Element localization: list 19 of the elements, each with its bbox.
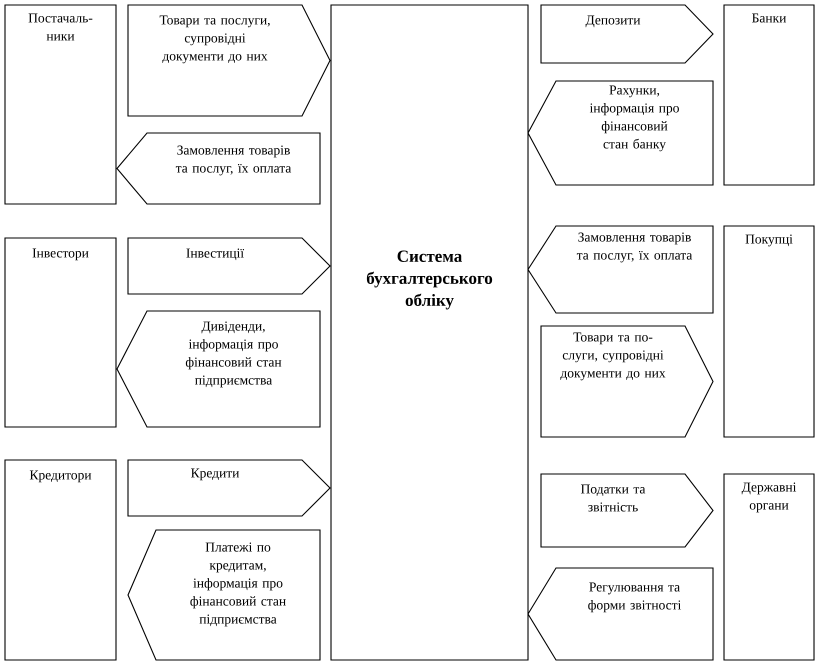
left-arrow-box: Регулювання та форми звітності [527, 567, 714, 661]
left-arrow-box: Дивіденди, інформація про фінансовий стан підприємства [116, 310, 321, 428]
right-arrow-box: Депозити [540, 4, 714, 64]
party-box: Кредитори [4, 459, 117, 661]
system-box: Система бухгалтерського обліку [330, 4, 529, 661]
party-box: Інвестори [4, 237, 117, 428]
left-arrow-box: Рахунки, інформація про фінансовий стан банку [527, 80, 714, 186]
right-arrow-box: Інвестиції [127, 237, 331, 295]
party-box: Покупці [723, 225, 815, 438]
left-arrow-box: Замовлення товарів та послуг, їх оплата [527, 225, 714, 314]
party-box: Постачаль- ники [4, 4, 117, 205]
left-arrow-box: Замовлення товарів та послуг, їх оплата [116, 132, 321, 205]
party-box: Банки [723, 4, 815, 186]
party-box: Державні органи [723, 473, 815, 661]
right-arrow-box: Товари та по- слуги, супровідні документи до них [540, 325, 714, 438]
right-arrow-box: Податки та звітність [540, 473, 714, 548]
right-arrow-box: Товари та послуги, супровідні документи до них [127, 4, 331, 117]
right-arrow-box: Кредити [127, 459, 331, 517]
left-arrow-box: Платежі по кредитам, інформація про фінансовий стан підприємства [127, 529, 321, 661]
